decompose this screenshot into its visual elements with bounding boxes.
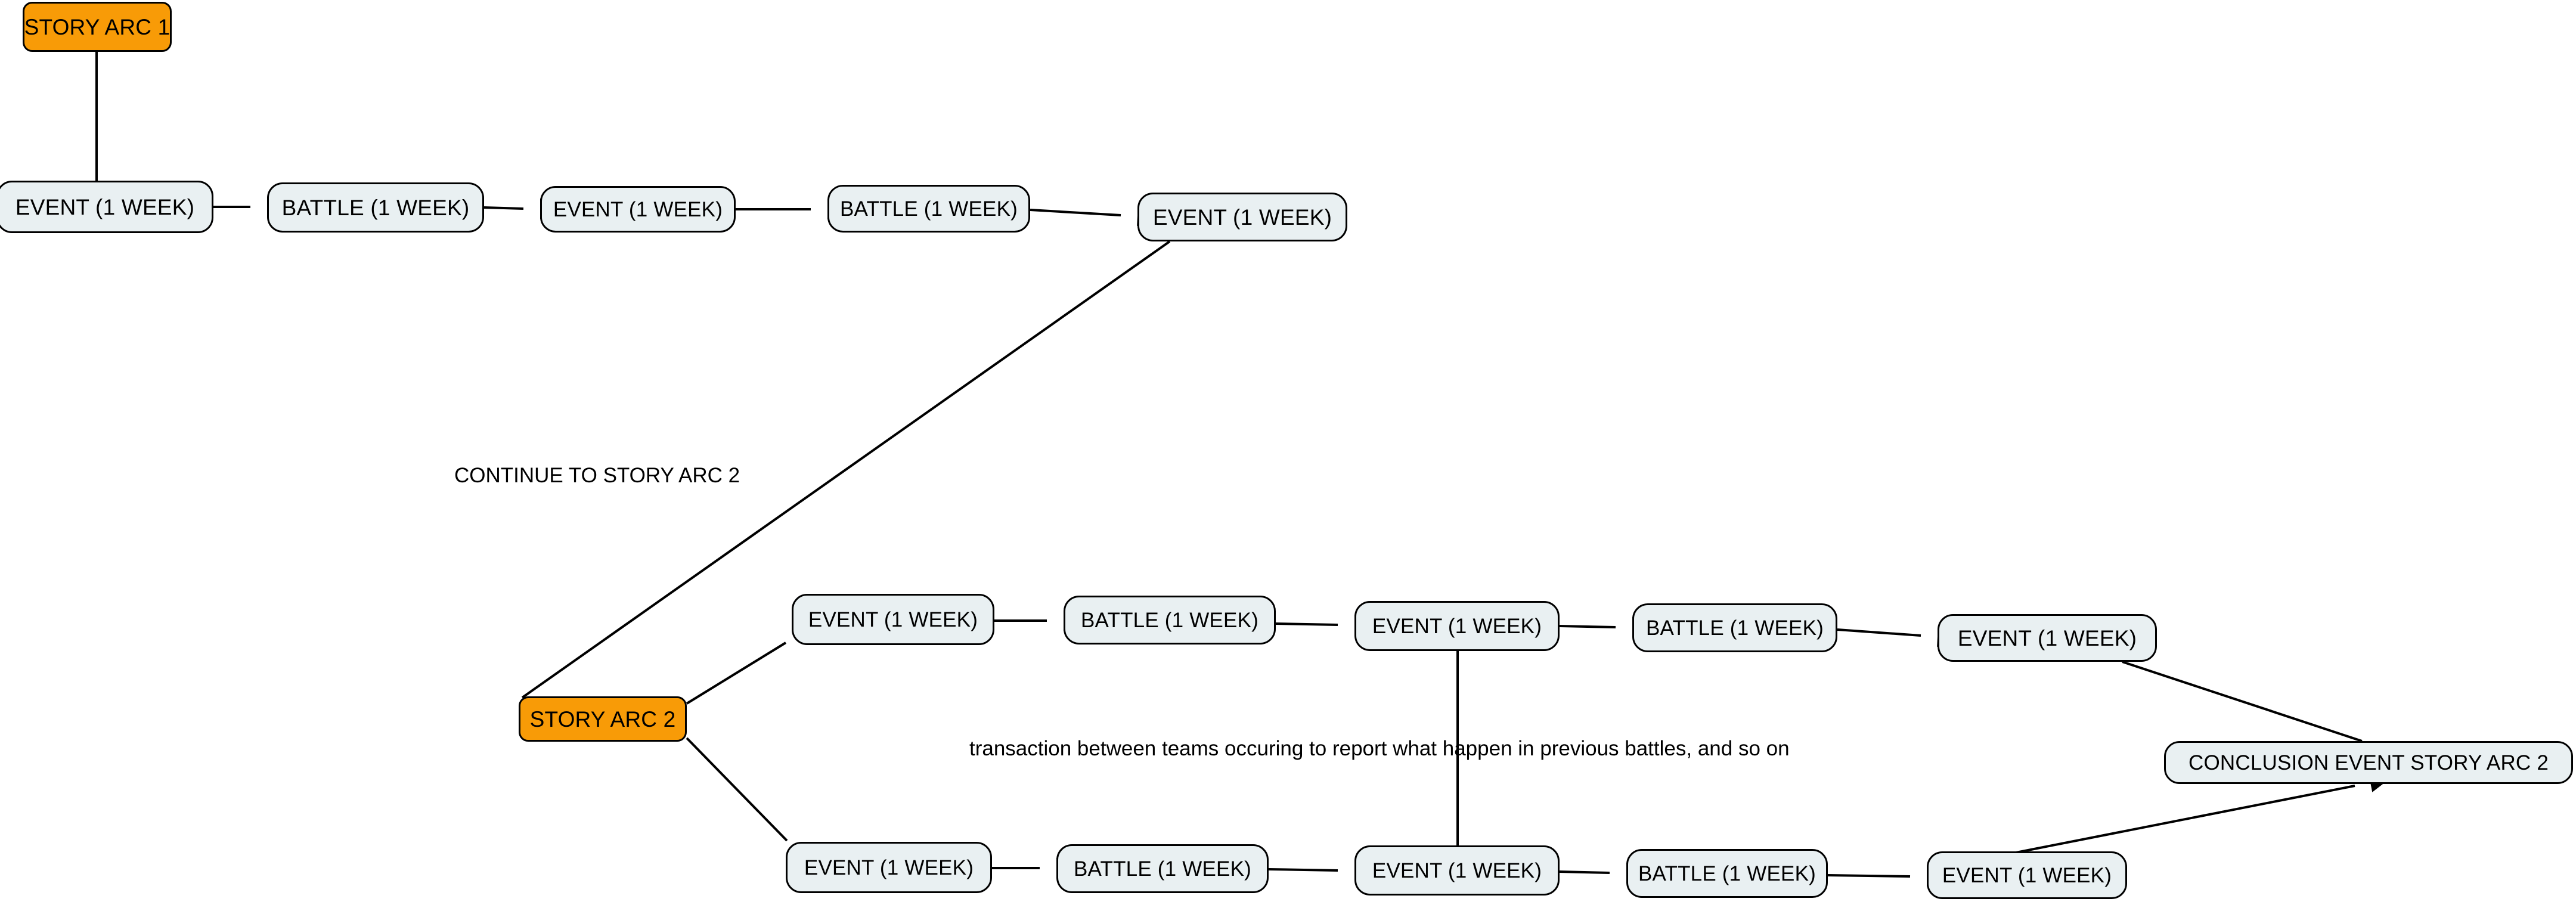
node-arc2[interactable]: STORY ARC 2	[519, 696, 687, 742]
node-label-r1n4: BATTLE (1 WEEK)	[840, 197, 1018, 221]
node-r1n2[interactable]: BATTLE (1 WEEK)	[267, 182, 484, 233]
node-label-r2n4: BATTLE (1 WEEK)	[1646, 616, 1824, 640]
node-r1n3[interactable]: EVENT (1 WEEK)	[540, 186, 736, 233]
node-arc1[interactable]: STORY ARC 1	[23, 2, 172, 52]
node-r3n4[interactable]: BATTLE (1 WEEK)	[1626, 849, 1828, 898]
node-label-r2n3: EVENT (1 WEEK)	[1372, 614, 1542, 638]
node-r2n5[interactable]: EVENT (1 WEEK)	[1938, 614, 2157, 662]
edge-r1n4-to-r1n5	[1030, 209, 1121, 216]
node-r2n1[interactable]: EVENT (1 WEEK)	[792, 594, 994, 645]
node-label-r1n5: EVENT (1 WEEK)	[1152, 204, 1332, 230]
node-r2n2[interactable]: BATTLE (1 WEEK)	[1064, 596, 1276, 644]
edge-r2n3-to-r2n4	[1559, 625, 1616, 628]
node-label-r2n5: EVENT (1 WEEK)	[1957, 625, 2137, 650]
edge-r2n4-to-r2n5	[1837, 628, 1921, 637]
edge-r3n4-to-r3n5	[1827, 874, 1911, 878]
edge-r3n2-to-r3n3	[1268, 868, 1338, 872]
node-label-r3n4: BATTLE (1 WEEK)	[1638, 862, 1816, 885]
node-concl[interactable]: CONCLUSION EVENT STORY ARC 2	[2164, 741, 2573, 784]
node-r3n2[interactable]: BATTLE (1 WEEK)	[1056, 844, 1269, 893]
node-r2n4[interactable]: BATTLE (1 WEEK)	[1632, 603, 1837, 652]
node-r1n5[interactable]: EVENT (1 WEEK)	[1137, 193, 1347, 241]
node-label-r1n3: EVENT (1 WEEK)	[553, 197, 723, 221]
node-label-r3n5: EVENT (1 WEEK)	[1942, 863, 2112, 887]
edge-r3n3-to-r3n4	[1559, 870, 1610, 874]
node-label-r3n1: EVENT (1 WEEK)	[804, 856, 974, 879]
transaction-note: transaction between teams occuring to re…	[969, 737, 1790, 760]
node-r1n4[interactable]: BATTLE (1 WEEK)	[827, 185, 1030, 233]
node-label-r1n2: BATTLE (1 WEEK)	[281, 195, 470, 220]
node-r1n1[interactable]: EVENT (1 WEEK)	[0, 181, 213, 233]
edge-r2n5-to-concl	[2122, 661, 2363, 742]
node-label-arc2: STORY ARC 2	[529, 707, 676, 732]
node-label-r2n2: BATTLE (1 WEEK)	[1081, 608, 1258, 632]
node-label-concl: CONCLUSION EVENT STORY ARC 2	[2188, 751, 2549, 774]
continue-note: CONTINUE TO STORY ARC 2	[454, 464, 740, 487]
node-r2n3[interactable]: EVENT (1 WEEK)	[1354, 601, 1560, 651]
node-label-arc1: STORY ARC 1	[24, 14, 171, 39]
edge-group	[95, 52, 2391, 887]
edge-arc2-to-r2n1	[686, 642, 787, 705]
node-r3n5[interactable]: EVENT (1 WEEK)	[1927, 851, 2127, 899]
edge-r1n2-to-r1n3	[483, 206, 524, 210]
edge-r2n2-to-r2n3	[1275, 622, 1338, 626]
node-label-r3n2: BATTLE (1 WEEK)	[1074, 857, 1251, 881]
edge-arc2-to-r3n1	[686, 737, 788, 842]
node-r3n1[interactable]: EVENT (1 WEEK)	[786, 842, 992, 893]
node-label-r2n1: EVENT (1 WEEK)	[808, 608, 978, 631]
node-r3n3[interactable]: EVENT (1 WEEK)	[1354, 845, 1560, 895]
node-label-r3n3: EVENT (1 WEEK)	[1372, 859, 1542, 882]
node-label-r1n1: EVENT (1 WEEK)	[15, 194, 195, 219]
